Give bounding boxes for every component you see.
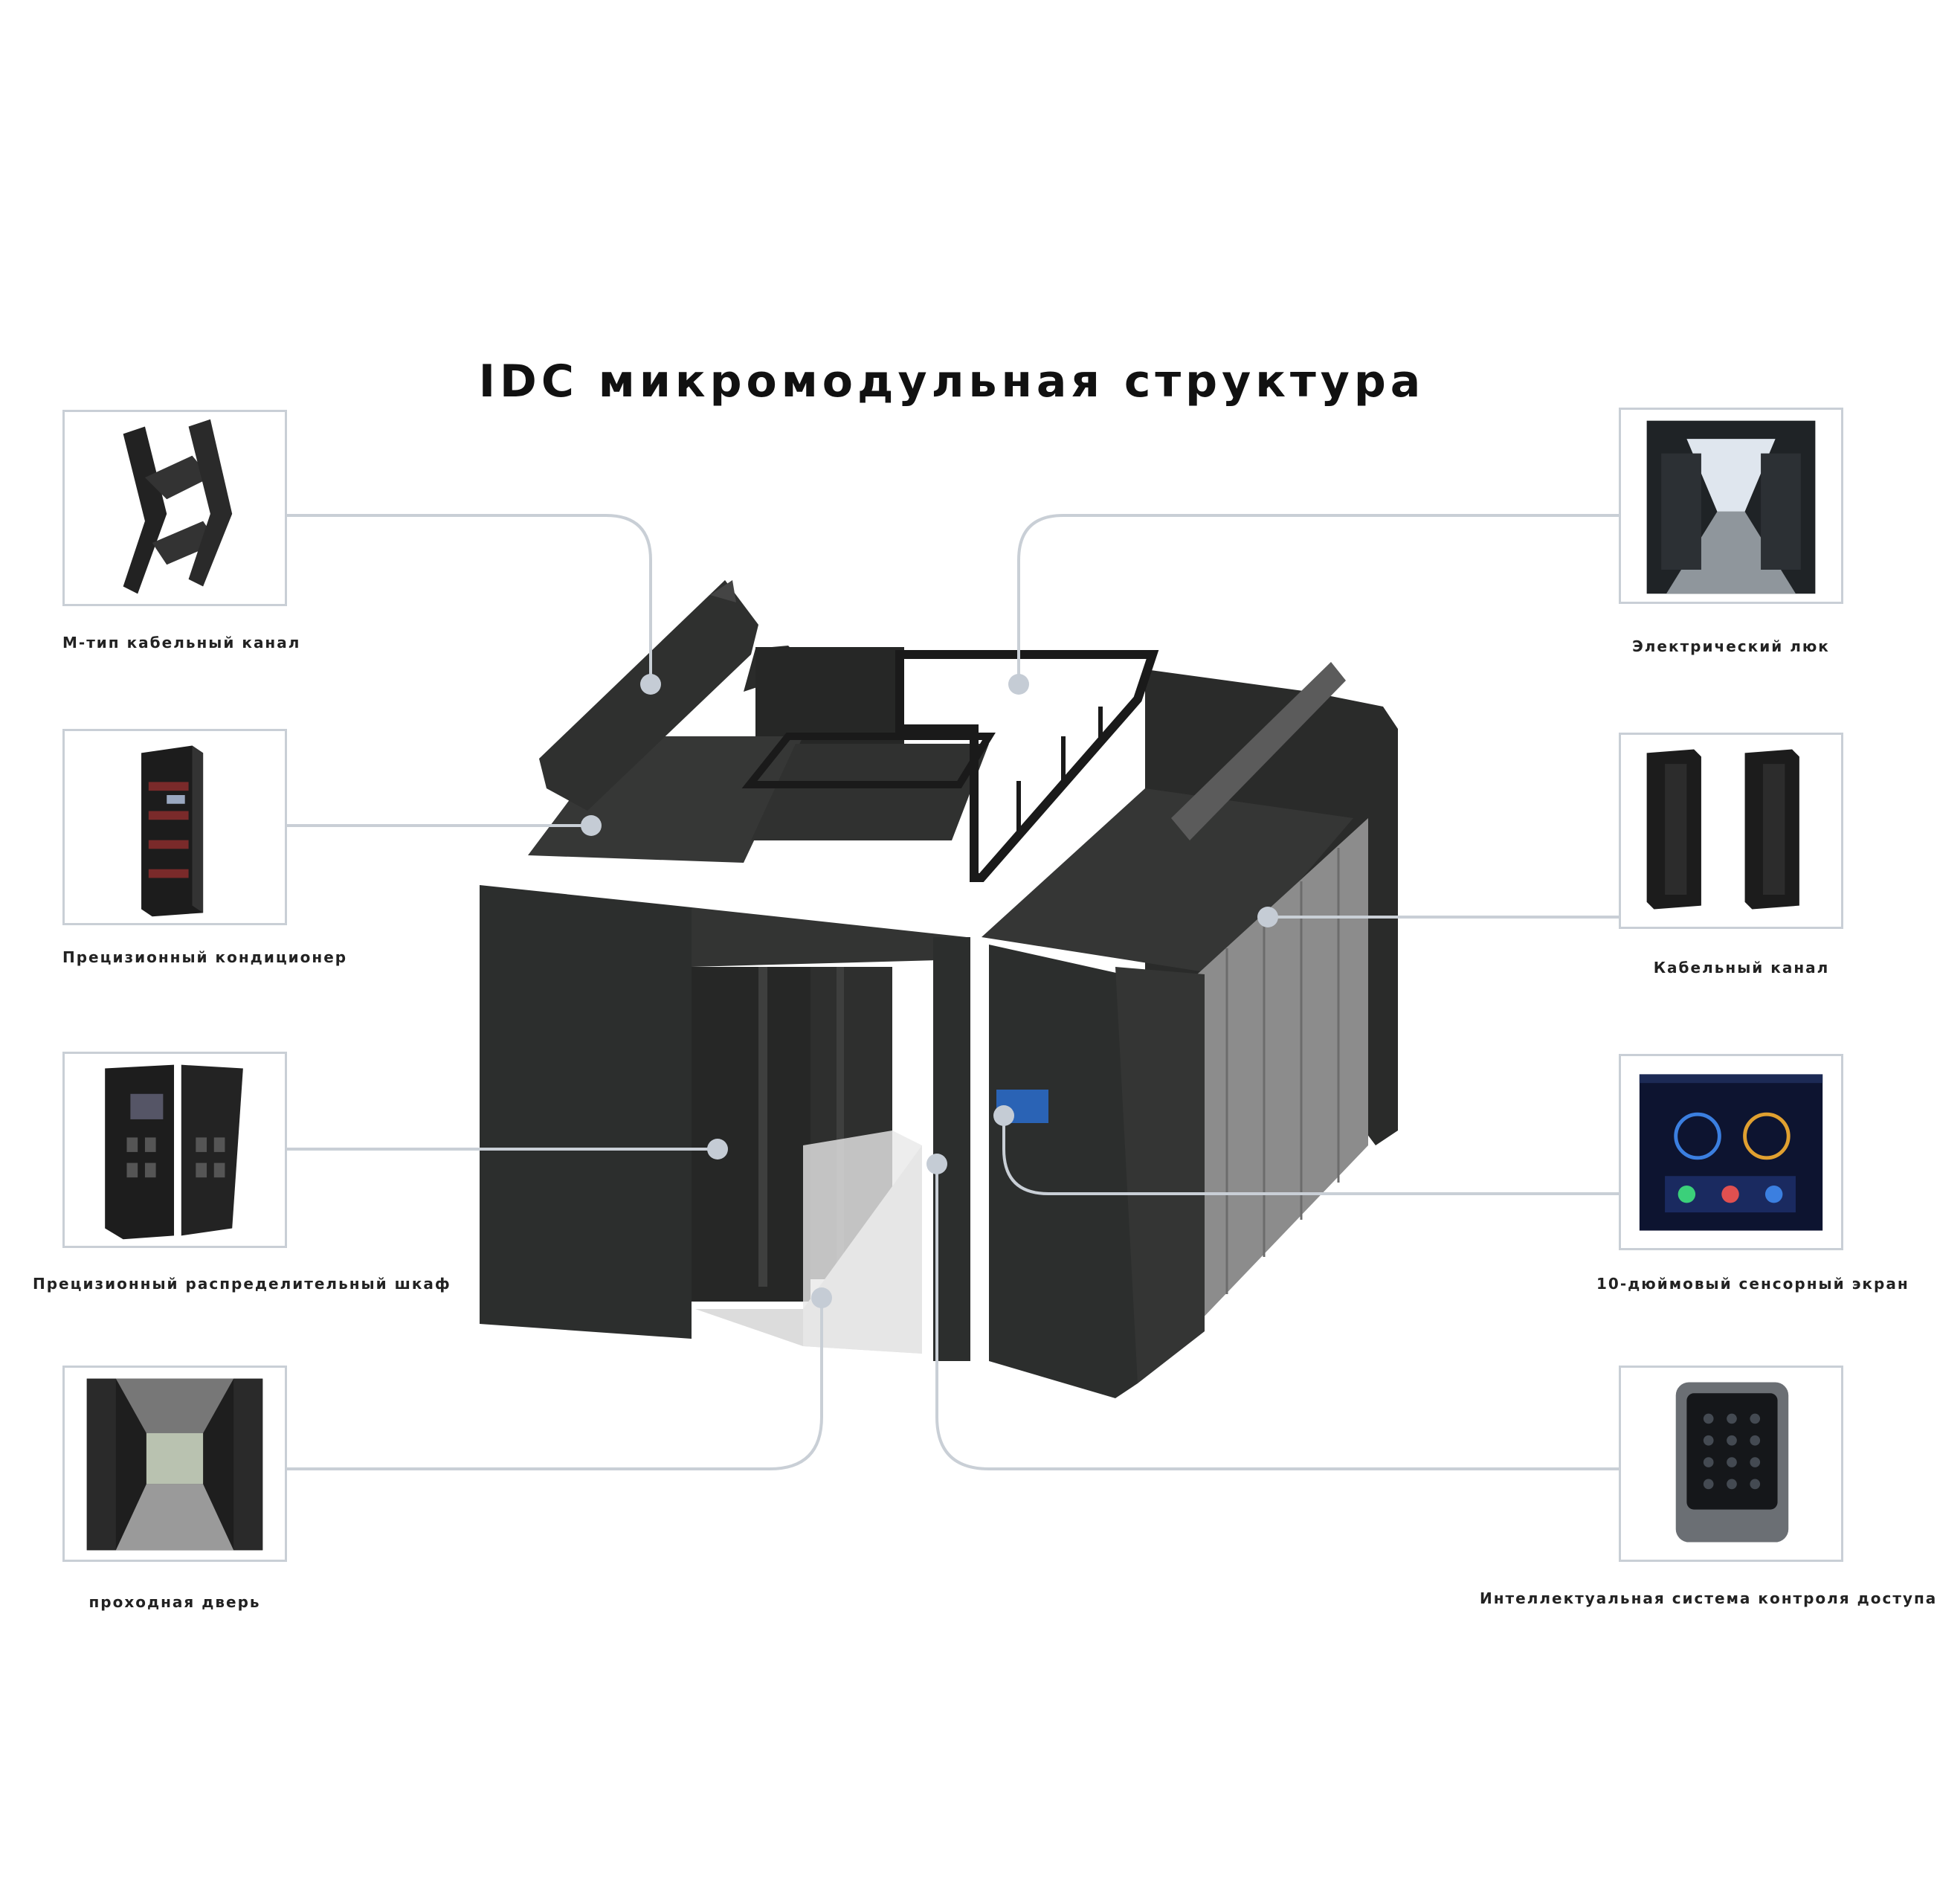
label-pass-door: проходная дверь: [88, 1593, 261, 1611]
label-touch-screen: 10-дюймовый сенсорный экран: [1596, 1275, 1909, 1293]
thumb-precision-ac: [62, 729, 287, 925]
label-access-control: Интеллектуальная система контроля доступ…: [1480, 1589, 1937, 1607]
leader-lines: [287, 514, 1621, 1470]
label-precision-ac: Прецизионный кондиционер: [62, 948, 348, 966]
label-skylight: Электрический люк: [1632, 637, 1830, 655]
server-rack-icon: [1646, 749, 1799, 910]
micromodule-illustration: [480, 580, 1398, 1398]
thumb-touch-screen: [1619, 1054, 1843, 1250]
m-type-cable-tray-icon: [123, 419, 233, 594]
leader-dots: [581, 674, 1278, 1308]
electric-skylight-icon: [1646, 420, 1816, 594]
label-precision-pdu: Прецизионный распределительный шкаф: [33, 1275, 451, 1293]
precision-air-conditioner-icon: [141, 745, 204, 917]
label-cable-cabinet: Кабельный канал: [1653, 959, 1830, 977]
thumb-cable-cabinet: [1619, 733, 1843, 929]
thumb-access-control: [1619, 1366, 1843, 1562]
label-m-cable-channel: М-тип кабельный канал: [62, 634, 301, 652]
keypad-access-icon: [1675, 1382, 1789, 1543]
aisle-door-icon: [86, 1378, 263, 1551]
power-distribution-cabinet-icon: [105, 1064, 243, 1240]
touch-screen-icon: [1639, 1074, 1823, 1231]
thumb-pass-door: [62, 1366, 287, 1562]
thumb-skylight: [1619, 408, 1843, 604]
thumb-precision-pdu: [62, 1052, 287, 1248]
page-title: IDC микромодульная структура: [478, 356, 1425, 408]
thumb-m-cable-channel: [62, 410, 287, 606]
